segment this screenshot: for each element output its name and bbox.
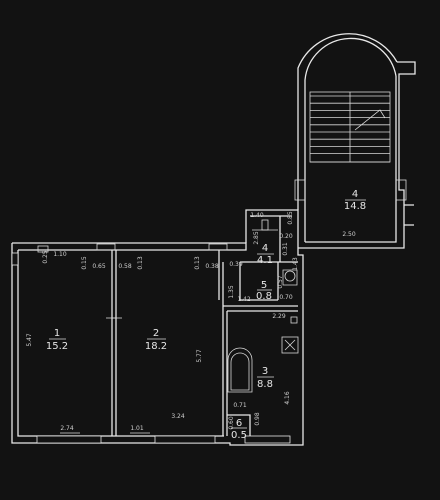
dimension-label: 5.47 [26, 333, 33, 347]
dimension-label: 4.16 [284, 391, 291, 405]
room-label-1: 1 15.2 [46, 328, 68, 352]
room-area: 4.1 [257, 255, 273, 266]
room-label-3: 3 8.8 [257, 366, 274, 390]
dimension-label: 0.31 [282, 242, 289, 256]
room-area: 0.5 [231, 430, 247, 441]
dimension-label: 0.57 [277, 275, 284, 289]
dimension-label: 0.38 [205, 263, 219, 270]
dimension-label: 0.71 [233, 402, 247, 409]
dimension-label: 3.24 [171, 413, 185, 420]
room-label-4-corridor: 4 4.1 [257, 243, 274, 266]
room-label-6: 6 0.5 [231, 418, 247, 441]
dimension-label: 0.70 [279, 294, 293, 301]
room-label-2: 2 18.2 [145, 328, 167, 352]
dimension-label: 0.13 [137, 256, 144, 270]
room-area: 14.8 [344, 201, 366, 212]
room-area: 0.8 [256, 291, 272, 302]
dimension-label: 0.60 [228, 416, 235, 430]
exterior-walls [11, 33, 416, 446]
dimension-label: 0.25 [42, 250, 49, 264]
windows [11, 252, 291, 444]
dimension-label: 1.42 [237, 296, 251, 303]
room-label-4-stair: 4 14.8 [344, 189, 366, 212]
room-number: 4 [352, 189, 358, 200]
dimension-label: 0.98 [254, 412, 261, 426]
doors-and-fixtures [37, 219, 299, 434]
dimension-label: 2.50 [342, 231, 356, 238]
room-number: 2 [153, 328, 159, 339]
room-number: 4 [262, 243, 268, 254]
dimension-label: 1.40 [250, 212, 264, 219]
dimension-label: 0.39 [229, 261, 243, 268]
dimension-label: 0.13 [194, 256, 201, 270]
dimension-label: 0.15 [81, 256, 88, 270]
room-number: 6 [236, 418, 242, 429]
room-number: 1 [54, 328, 60, 339]
dimension-label: 1.01 [130, 425, 144, 432]
dimension-label: 1.35 [228, 285, 235, 299]
dimension-label: 1.10 [53, 251, 67, 258]
room-number: 5 [261, 280, 267, 291]
dimension-label: 2.74 [60, 425, 74, 432]
dimension-label: 5.77 [196, 349, 203, 363]
dimension-label: 2.29 [272, 313, 286, 320]
room-number: 3 [262, 366, 268, 377]
dimension-label: 1.43 [292, 257, 299, 271]
dimension-label: 2.85 [253, 231, 260, 245]
dimension-labels: 5.47 1.10 0.25 0.15 0.65 0.58 0.13 0.13 … [26, 211, 356, 432]
interior-walls [111, 216, 298, 436]
staircase [294, 91, 407, 201]
room-area: 15.2 [46, 341, 68, 352]
room-label-5: 5 0.8 [256, 280, 272, 302]
room-labels: 1 15.2 2 18.2 3 8.8 4 4.1 4 14.8 5 0.8 [46, 189, 366, 441]
room-area: 8.8 [257, 379, 273, 390]
room-area: 18.2 [145, 341, 167, 352]
dimension-label: 0.65 [92, 263, 106, 270]
dimension-label: 0.20 [279, 233, 293, 240]
dimension-label: 0.85 [287, 211, 294, 225]
dimension-label: 0.58 [118, 263, 132, 270]
